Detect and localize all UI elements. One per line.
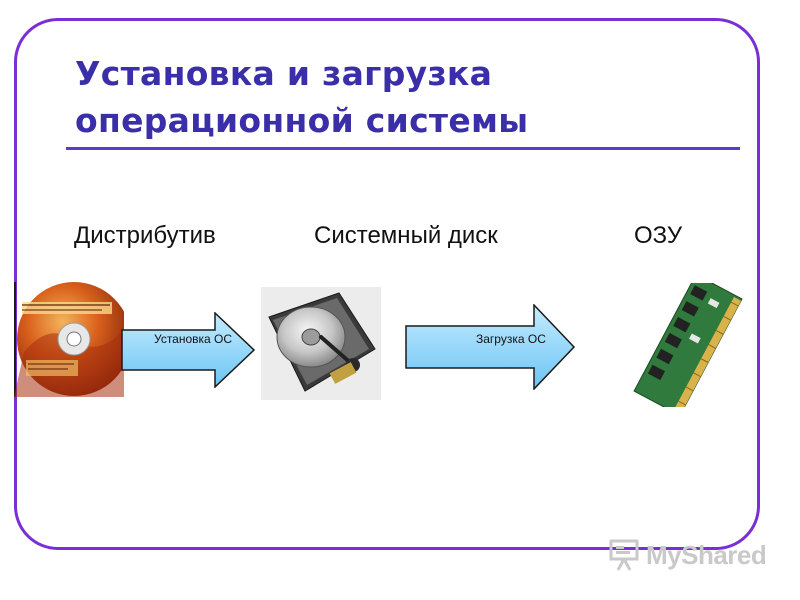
arrow-install-os	[121, 312, 256, 388]
label-ram: ОЗУ	[634, 222, 683, 249]
label-system-disk: Системный диск	[314, 222, 498, 249]
arrow-load-os	[405, 304, 576, 390]
slide-title-line-1: Установка и загрузка	[75, 54, 493, 93]
title-underline	[66, 147, 740, 150]
slide-title: Установка и загрузка операционной систем…	[75, 50, 735, 144]
watermark-text: MyShared	[646, 540, 767, 570]
hard-drive-icon	[261, 287, 381, 400]
slide-frame	[14, 18, 760, 550]
label-distribution: Дистрибутив	[74, 222, 216, 249]
arrow-install-label: Установка ОС	[154, 332, 233, 346]
cd-disc-icon	[14, 282, 124, 397]
ram-module-icon	[620, 273, 756, 417]
watermark: MyShared	[608, 537, 768, 571]
arrow-load-label: Загрузка ОС	[476, 332, 546, 346]
presentation-board-icon	[609, 539, 639, 571]
slide-title-line-2: операционной системы	[75, 101, 529, 140]
